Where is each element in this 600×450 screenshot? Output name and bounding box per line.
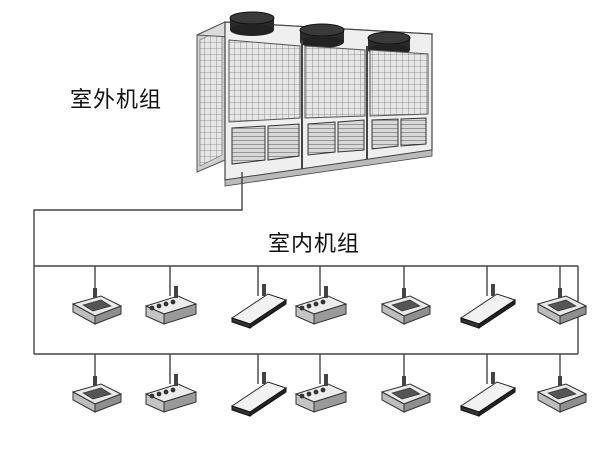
- duct-unit-icon: [144, 374, 198, 413]
- fan-1-icon: [229, 11, 275, 36]
- wall-ceiling-unit-icon: [230, 284, 288, 329]
- wall-ceiling-unit-icon: [459, 284, 517, 329]
- outdoor-unit: [196, 11, 434, 187]
- duct-unit-icon: [294, 374, 348, 413]
- indoor-units-label: 室内机组: [268, 232, 361, 257]
- main-pipe: [33, 172, 243, 354]
- duct-unit-icon: [144, 286, 198, 325]
- outdoor-unit-label: 室外机组: [70, 88, 163, 113]
- ceiling-cassette-icon: [536, 288, 588, 325]
- ceiling-cassette-icon: [536, 376, 588, 413]
- ceiling-cassette-icon: [380, 376, 432, 413]
- indoor-units: [71, 266, 588, 417]
- wall-ceiling-unit-icon: [230, 372, 288, 417]
- ceiling-cassette-icon: [71, 288, 123, 325]
- fan-2-icon: [299, 23, 345, 48]
- ceiling-cassette-icon: [380, 288, 432, 325]
- wall-ceiling-unit-icon: [459, 372, 517, 417]
- duct-unit-icon: [294, 286, 348, 325]
- ceiling-cassette-icon: [71, 376, 123, 413]
- refrigerant-piping: [33, 172, 579, 355]
